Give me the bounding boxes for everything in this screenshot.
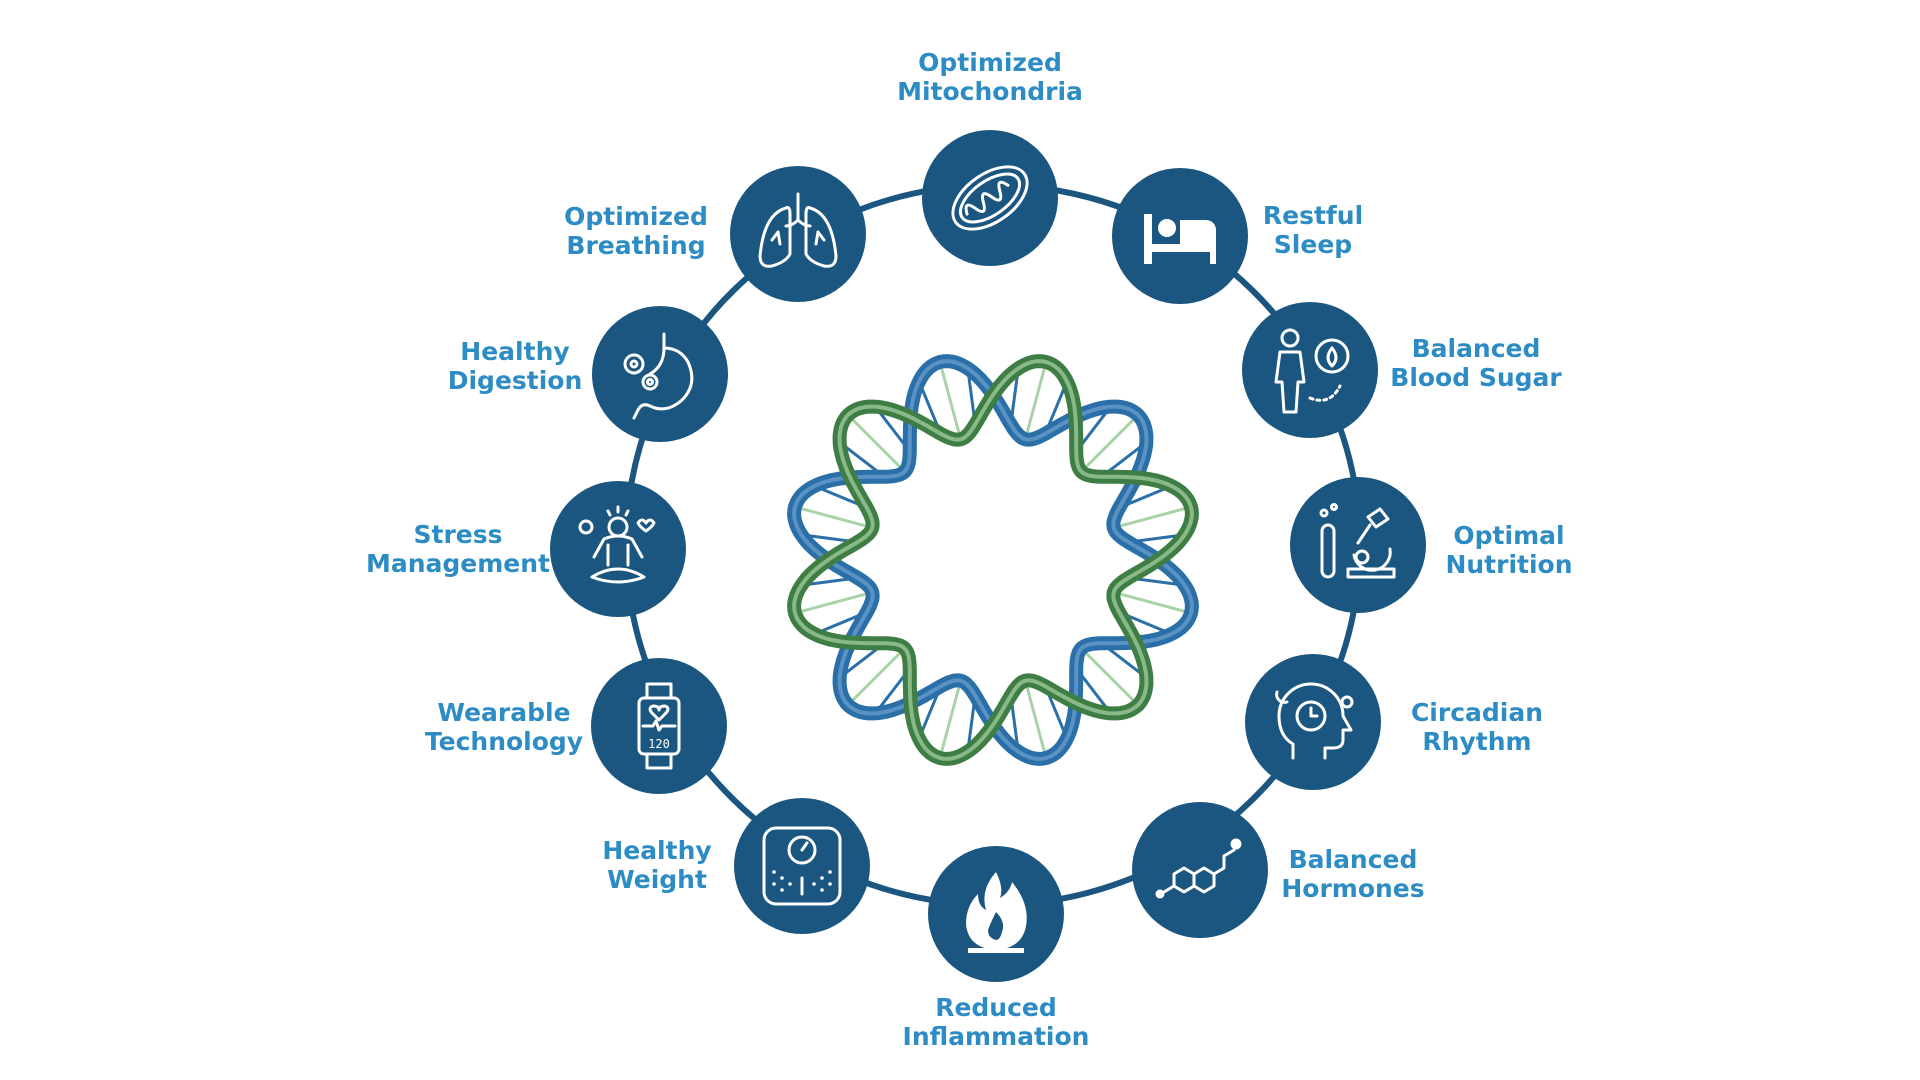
dna-rung — [1023, 361, 1048, 440]
dna-rung — [846, 413, 906, 473]
dna-rung — [1113, 590, 1192, 615]
node-wearable: 120 — [591, 658, 727, 794]
node-breathing — [730, 166, 866, 302]
scale-icon — [762, 826, 842, 906]
meditation-icon — [578, 505, 656, 584]
node-sleep — [1112, 168, 1248, 304]
molecule-icon — [1155, 838, 1242, 899]
node-mitochondria — [922, 130, 1058, 266]
dna-helix-ring — [787, 354, 1199, 766]
dna-rung — [1080, 413, 1140, 473]
dna-rung — [1023, 680, 1048, 759]
node-inflammation — [928, 846, 1064, 982]
dna-rung — [794, 505, 873, 530]
microscope-icon — [1319, 503, 1396, 579]
lungs-icon — [758, 192, 838, 268]
dna-strand-green-highlight — [792, 359, 1194, 761]
dna-rung — [794, 590, 873, 615]
svg-text:120: 120 — [648, 737, 670, 751]
dna-rung — [938, 361, 963, 440]
node-hormones — [1132, 802, 1268, 938]
mitochondria-icon — [951, 165, 1029, 231]
node-blood-sugar — [1242, 302, 1378, 438]
head-clock-icon — [1275, 682, 1354, 760]
connecting-ring — [623, 182, 1363, 908]
bed-icon — [1144, 214, 1216, 264]
flame-icon — [966, 872, 1027, 953]
dna-rung — [1080, 647, 1140, 707]
node-nutrition — [1290, 477, 1426, 613]
person-metabolism-icon — [1274, 328, 1350, 414]
dna-rung — [938, 680, 963, 759]
smartwatch-icon: 120 — [637, 682, 681, 770]
node-stress — [550, 481, 686, 617]
node-circadian — [1245, 654, 1381, 790]
node-weight — [734, 798, 870, 934]
dna-rung — [1113, 505, 1192, 530]
node-digestion — [592, 306, 728, 442]
stomach-icon — [623, 332, 694, 420]
dna-rung — [846, 647, 906, 707]
